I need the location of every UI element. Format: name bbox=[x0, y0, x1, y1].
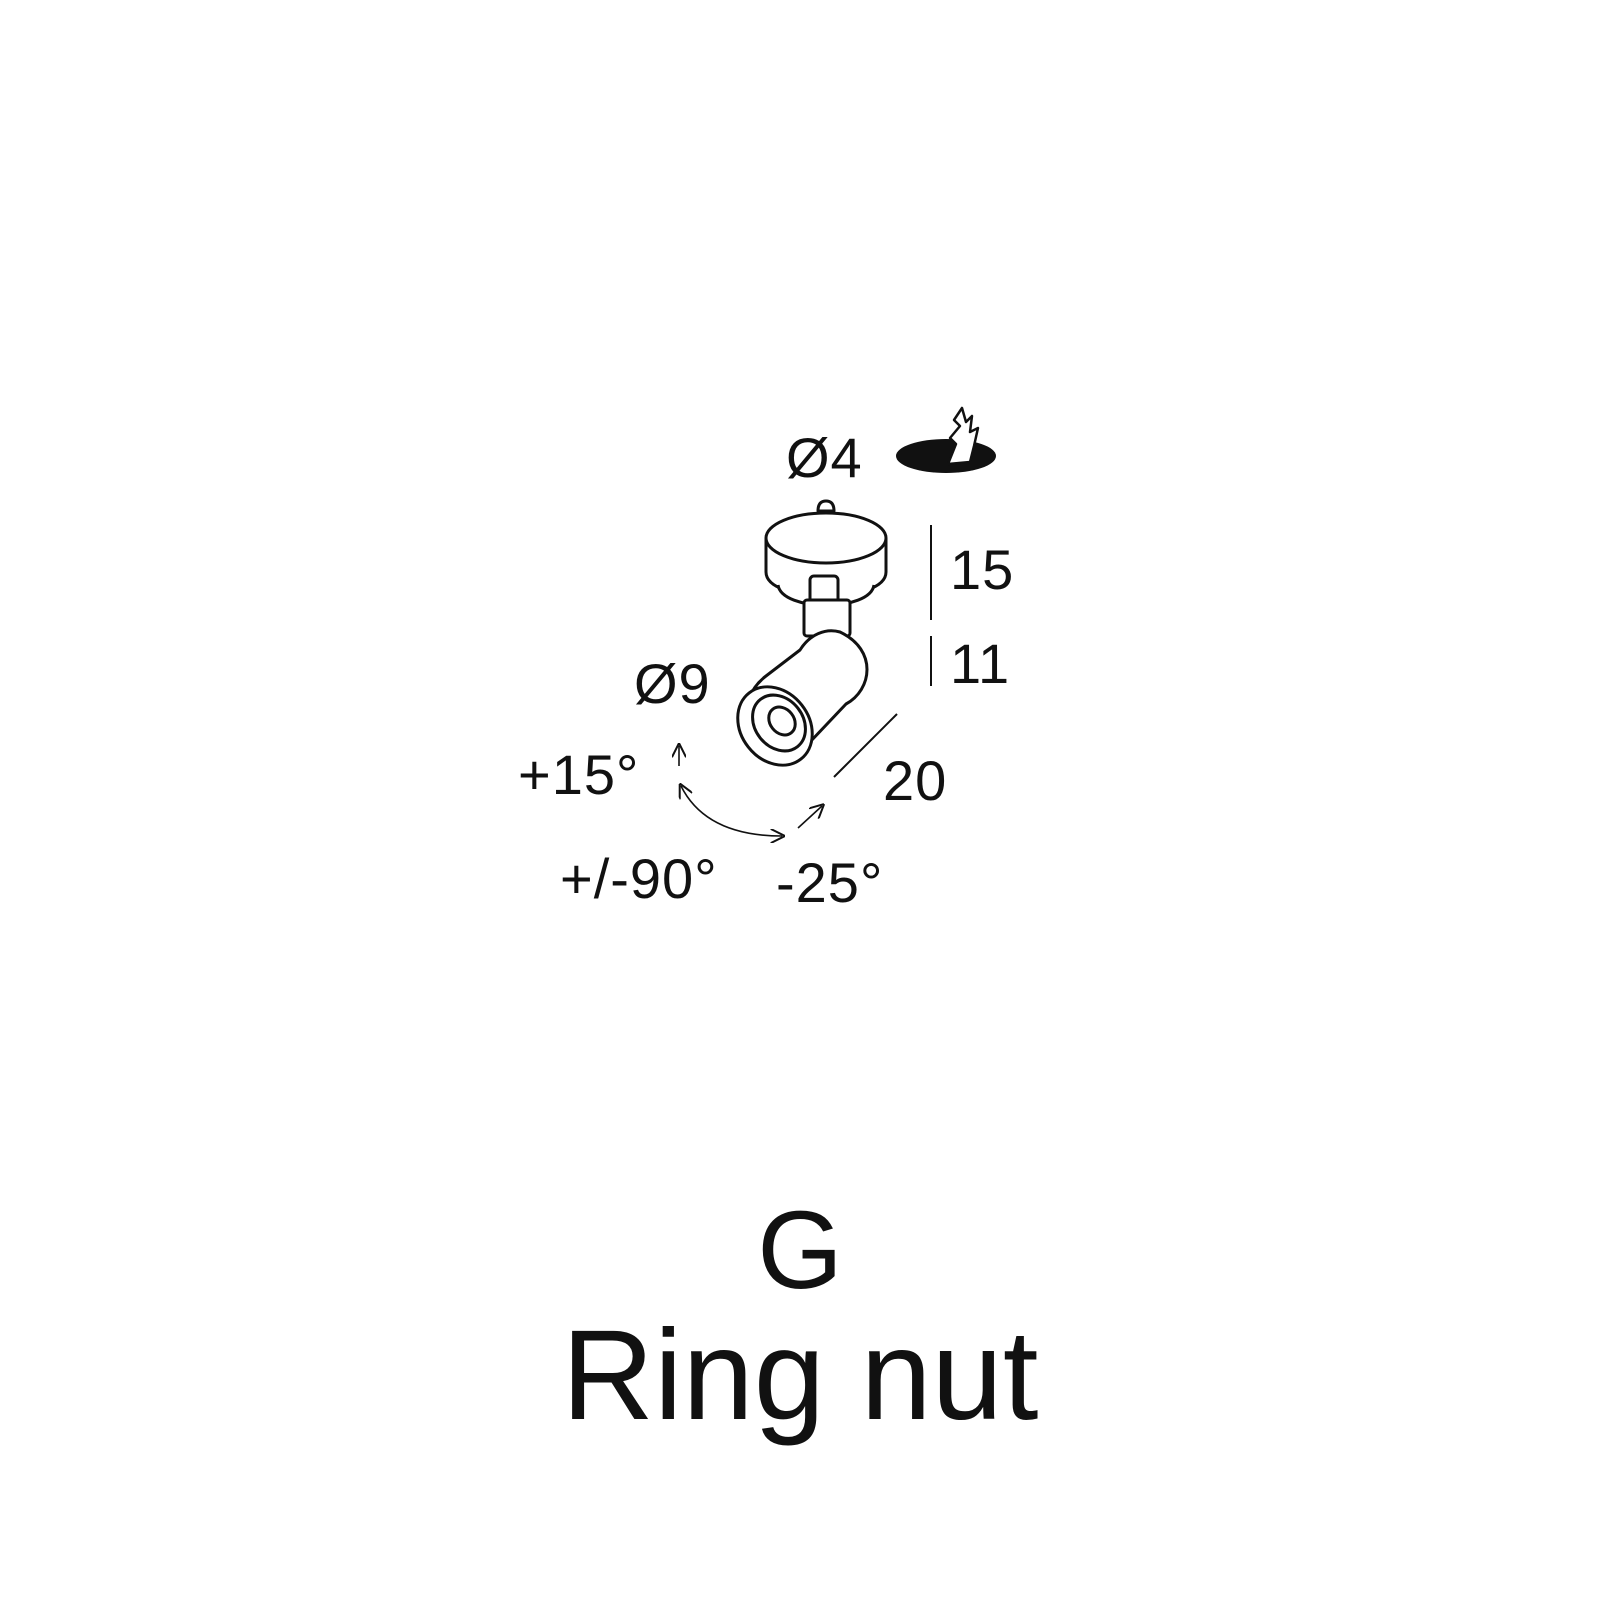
tilt-down-label: -25° bbox=[776, 851, 884, 914]
head-length-line bbox=[833, 713, 898, 778]
rotation-arc bbox=[681, 786, 782, 836]
variant-name: Ring nut bbox=[561, 1304, 1039, 1447]
head-length-label: 20 bbox=[883, 749, 948, 812]
rotation-label: +/-90° bbox=[560, 847, 718, 910]
tilt-down-arrow bbox=[797, 806, 822, 829]
height-top-label: 15 bbox=[950, 538, 1015, 601]
spotlight-head bbox=[736, 629, 869, 767]
recessed-cutout-icon bbox=[896, 406, 996, 473]
head-diameter-label: Ø9 bbox=[634, 652, 711, 715]
rotation-arrows bbox=[679, 746, 822, 836]
hole-diameter-label: Ø4 bbox=[786, 426, 863, 489]
height-bottom-label: 11 bbox=[950, 632, 1011, 695]
swivel-stem bbox=[802, 574, 852, 638]
tilt-up-label: +15° bbox=[518, 743, 640, 806]
variant-code: G bbox=[757, 1189, 843, 1312]
dimension-lines bbox=[833, 525, 932, 778]
